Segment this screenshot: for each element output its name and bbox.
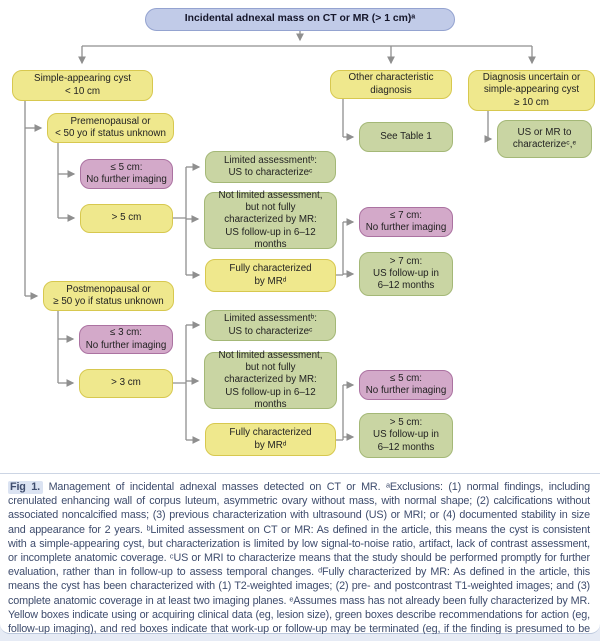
node-premeno-fully-characterized: Fully characterized by MRᵈ [205, 259, 336, 292]
node-postmenopausal: Postmenopausal or ≥ 50 yo if status unkn… [43, 281, 174, 311]
node-gt-7cm-us-followup: > 7 cm: US follow-up in 6–12 months [359, 252, 453, 296]
node-premenopausal: Premenopausal or < 50 yo if status unkno… [47, 113, 174, 143]
node-postmeno-gt-3cm: > 3 cm [79, 369, 173, 398]
node-premeno-gt-5cm: > 5 cm [80, 204, 173, 233]
caption-text: Management of incidental adnexal masses … [8, 481, 590, 634]
node-premeno-not-limited: Not limited assessment, but not fully ch… [204, 190, 337, 250]
node-postmeno-le-5cm-no-imaging: ≤ 5 cm: No further imaging [359, 370, 453, 400]
figure-caption: Fig 1. Management of incidental adnexal … [0, 473, 600, 634]
node-diagnosis-uncertain: Diagnosis uncertain or simple-appearing … [468, 70, 595, 111]
node-premeno-le-5cm-no-imaging: ≤ 5 cm: No further imaging [80, 159, 173, 189]
node-postmeno-gt-5cm-us-followup: > 5 cm: US follow-up in 6–12 months [359, 413, 453, 458]
node-premeno-limited-assessment: Limited assessmentᵇ: US to characterizeᶜ [205, 151, 336, 183]
node-postmeno-limited-assessment: Limited assessmentᵇ: US to characterizeᶜ [205, 310, 336, 341]
node-see-table-1: See Table 1 [359, 122, 453, 152]
node-us-or-mr-to-characterize: US or MR to characterizeᶜ,ᵉ [497, 120, 592, 158]
node-other-characteristic-diagnosis: Other characteristic diagnosis [330, 70, 452, 99]
node-le-7cm-no-imaging: ≤ 7 cm: No further imaging [359, 207, 453, 237]
figure-label-chip: Fig 1. [8, 481, 43, 494]
node-postmeno-not-limited: Not limited assessment, but not fully ch… [204, 350, 337, 410]
connector-layer [24, 31, 536, 444]
node-simple-appearing-cyst: Simple-appearing cyst < 10 cm [12, 70, 153, 101]
node-incidental-adnexal-mass: Incidental adnexal mass on CT or MR (> 1… [145, 8, 455, 31]
node-postmeno-le-3cm-no-imaging: ≤ 3 cm: No further imaging [79, 325, 173, 354]
node-postmeno-fully-characterized: Fully characterized by MRᵈ [205, 423, 336, 456]
flowchart: Incidental adnexal mass on CT or MR (> 1… [12, 8, 595, 458]
